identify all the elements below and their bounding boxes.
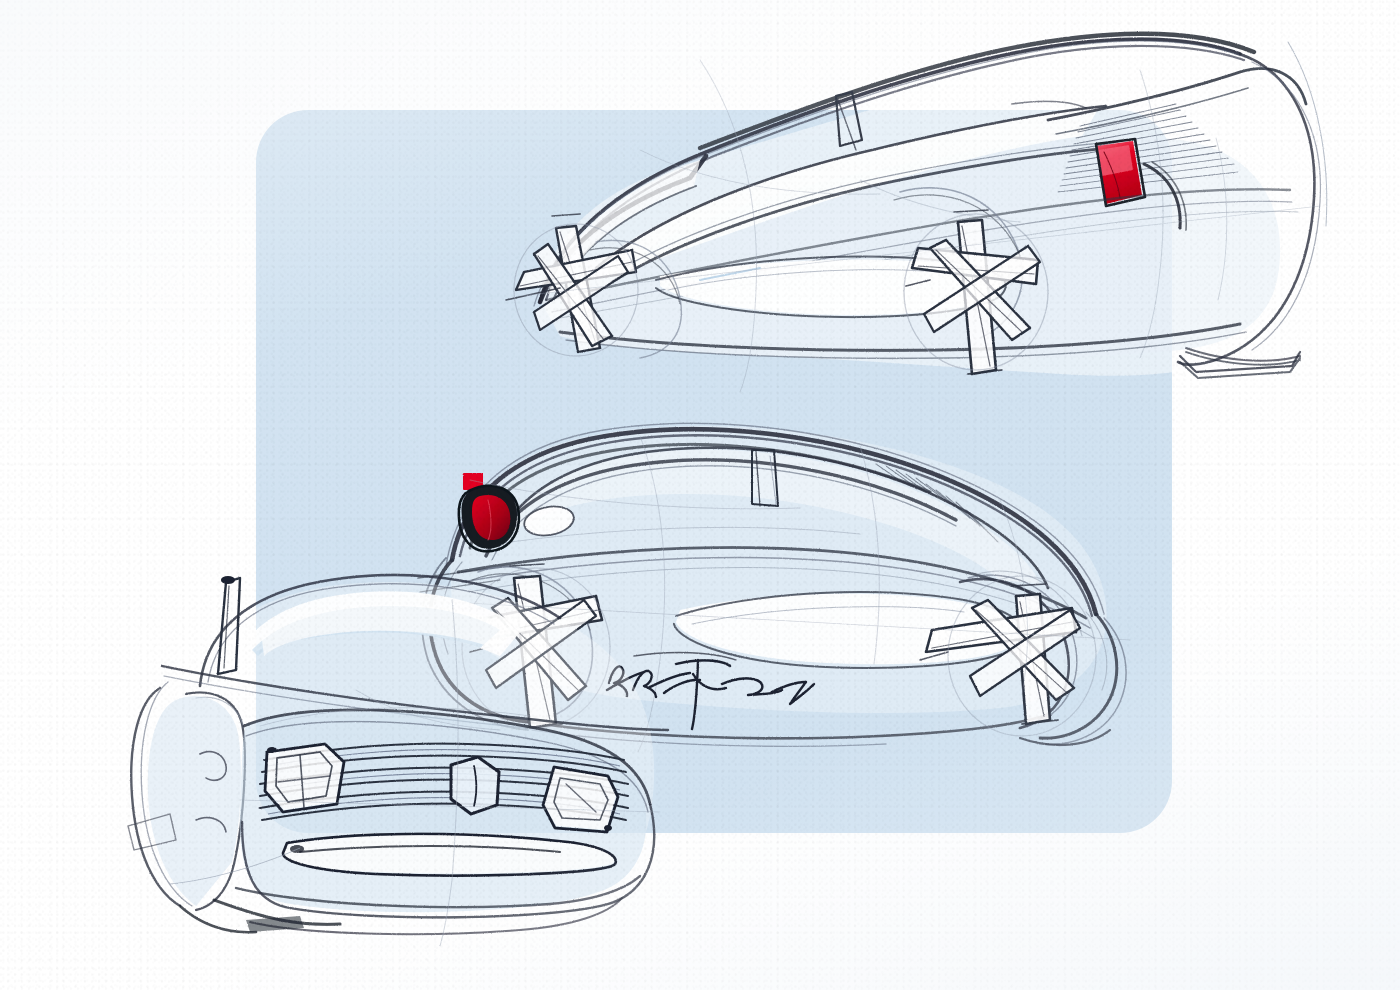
front-right-headlamp [541, 765, 620, 834]
sketch-upper-side-view [505, 31, 1322, 393]
